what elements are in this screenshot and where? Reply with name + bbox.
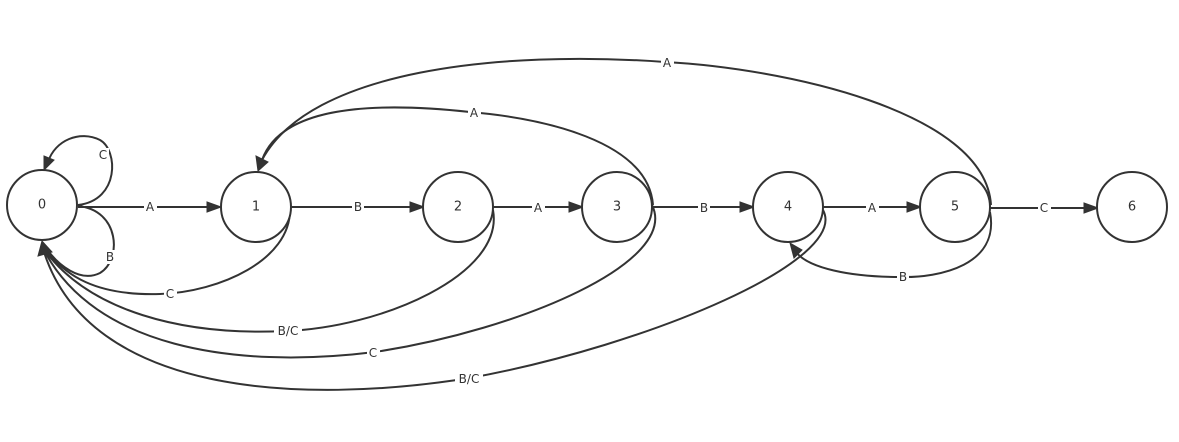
arrow-head-icon xyxy=(789,241,803,259)
state-node-6: 6 xyxy=(1096,171,1168,243)
svg-text:0: 0 xyxy=(38,198,46,213)
edge-label: C xyxy=(1038,201,1051,215)
arrow-head-icon xyxy=(739,201,756,213)
edge-label: A xyxy=(661,56,674,70)
arrow-head-icon xyxy=(43,155,55,172)
svg-text:B: B xyxy=(899,270,907,284)
arrow-head-icon xyxy=(906,201,923,213)
svg-text:A: A xyxy=(534,201,543,215)
arrow-head-icon xyxy=(409,201,426,213)
state-node-2: 2 xyxy=(422,171,494,243)
edge-label: B/C xyxy=(455,372,483,386)
state-node-4: 4 xyxy=(752,171,824,243)
edge-label: B xyxy=(104,250,116,264)
svg-text:B/C: B/C xyxy=(459,372,480,386)
svg-text:B/C: B/C xyxy=(278,324,299,338)
state-node-5: 5 xyxy=(919,171,991,243)
arrow-head-icon xyxy=(37,239,53,257)
svg-text:A: A xyxy=(868,201,877,215)
edge-labels: C B A B A B A C C B/C C B/C A A B xyxy=(97,56,1051,386)
edge-label: C xyxy=(97,148,109,162)
svg-text:A: A xyxy=(470,106,479,120)
svg-text:1: 1 xyxy=(252,200,260,215)
svg-text:B: B xyxy=(106,250,114,264)
edge-label: C xyxy=(164,287,177,301)
edge-label: A xyxy=(468,106,481,120)
svg-text:B: B xyxy=(700,201,708,215)
arrow-head-icon xyxy=(568,201,585,213)
svg-text:5: 5 xyxy=(951,200,959,215)
edge-0-0-B xyxy=(45,205,115,277)
svg-text:C: C xyxy=(166,287,174,301)
svg-text:B: B xyxy=(354,200,362,214)
svg-text:A: A xyxy=(146,200,155,214)
arrow-head-icon xyxy=(255,155,269,173)
svg-text:C: C xyxy=(369,346,377,360)
state-node-3: 3 xyxy=(581,171,653,243)
svg-text:3: 3 xyxy=(613,200,621,215)
edge-1-0-C xyxy=(45,209,291,296)
edge-label: B xyxy=(897,270,909,284)
edge-label: A xyxy=(144,200,157,214)
arrow-head-icon xyxy=(1083,202,1100,214)
edge-4-0-BC xyxy=(43,209,827,391)
edge-label: A xyxy=(866,200,879,215)
svg-text:4: 4 xyxy=(784,200,792,215)
edge-label: B xyxy=(352,200,364,214)
edge-label: A xyxy=(532,200,545,215)
edge-label: B xyxy=(698,200,710,215)
svg-text:A: A xyxy=(663,56,672,70)
edge-0-0-C xyxy=(47,135,113,206)
edge-label: B/C xyxy=(274,324,302,338)
arrow-head-icon xyxy=(206,201,223,213)
state-node-0: 0 xyxy=(6,169,78,241)
svg-text:2: 2 xyxy=(454,200,462,215)
svg-text:C: C xyxy=(1040,201,1048,215)
nodes: 0 1 2 3 4 5 6 xyxy=(6,169,1168,243)
edge-label: C xyxy=(367,346,380,360)
svg-text:C: C xyxy=(99,148,107,162)
svg-text:6: 6 xyxy=(1128,200,1136,215)
edge-3-0-C xyxy=(44,204,656,359)
state-node-1: 1 xyxy=(220,171,292,243)
